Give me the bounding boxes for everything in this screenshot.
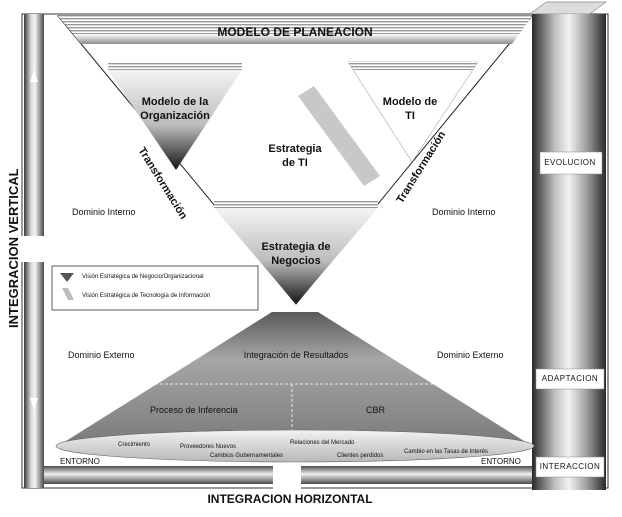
environment-ellipse: [55, 429, 535, 463]
evolution-label: EVOLUCION: [544, 158, 596, 167]
cbr-label: CBR: [366, 405, 386, 415]
business-strategy-top: [214, 200, 378, 208]
it-strategy-label: Estrategia de TI: [268, 143, 322, 169]
it-vision-legend-icon: [62, 288, 74, 300]
factor-government-changes: Cambios Gubernamentales: [210, 453, 284, 459]
business-strategy-triangle: [214, 208, 378, 304]
business-vision-legend-icon: [60, 273, 74, 282]
strategy-link-bar: [298, 86, 380, 186]
results-integration-label: Integración de Resultados: [243, 350, 349, 360]
interaction-label: INTERACCION: [539, 462, 601, 471]
diagram-title: MODELO DE PLANEACION: [217, 25, 373, 39]
factor-market-relations: Relaciones del Mercado: [290, 440, 355, 446]
organization-model-triangle: [108, 70, 242, 170]
arrow-up-icon: [30, 70, 38, 82]
factor-lost-clients: Clientes perdidos: [337, 453, 384, 459]
vertical-axis-label: INTEGRACION VERTICAL: [6, 168, 21, 328]
evolution-label-box: [539, 151, 603, 175]
factor-growth: Crecimiento: [118, 442, 151, 448]
factor-interest-rate-change: Cambio en las Tasas de Interés: [404, 449, 488, 455]
legend-box: [51, 265, 259, 311]
right-bar-top: [529, 1, 607, 15]
title-band-shade: [73, 34, 519, 44]
adaptation-label: ADAPTACION: [541, 374, 599, 383]
internal-domain-right: Dominio Interno: [432, 207, 496, 217]
factor-new-suppliers: Proveedores Nuevos: [180, 444, 237, 450]
environment-right-label: ENTORNO: [481, 457, 521, 466]
legend-it-vision: Visión Estratégica de Tecnología de Info…: [82, 293, 211, 299]
horizontal-bar-gap: [273, 462, 301, 490]
business-strategy-label: Estrategia de Negocios: [261, 241, 331, 267]
internal-domain-left: Dominio Interno: [72, 207, 136, 217]
organization-model-label: Modelo de la Organización: [140, 96, 210, 122]
it-model-top: [348, 62, 478, 70]
legend-business-vision: Visión Estratégica de Negocio/Organizaci…: [82, 274, 204, 280]
horizontal-axis-label: INTEGRACION HORIZONTAL: [207, 492, 373, 506]
interaction-label-box: [535, 456, 605, 478]
title-band: [58, 16, 532, 34]
inference-process-label: Proceso de Inferencia: [150, 405, 238, 415]
arrow-down-icon: [30, 398, 38, 410]
results-cone: [58, 312, 532, 446]
external-domain-right: Dominio Externo: [437, 350, 504, 360]
it-model-label: Modelo de TI: [382, 96, 438, 122]
organization-model-top: [108, 62, 242, 70]
external-domain-left: Dominio Externo: [68, 350, 135, 360]
environment-left-label: ENTORNO: [60, 457, 100, 466]
vertical-bar-gap: [20, 236, 48, 262]
evolution-bar: [532, 14, 606, 490]
adaptation-label-box: [535, 368, 605, 390]
